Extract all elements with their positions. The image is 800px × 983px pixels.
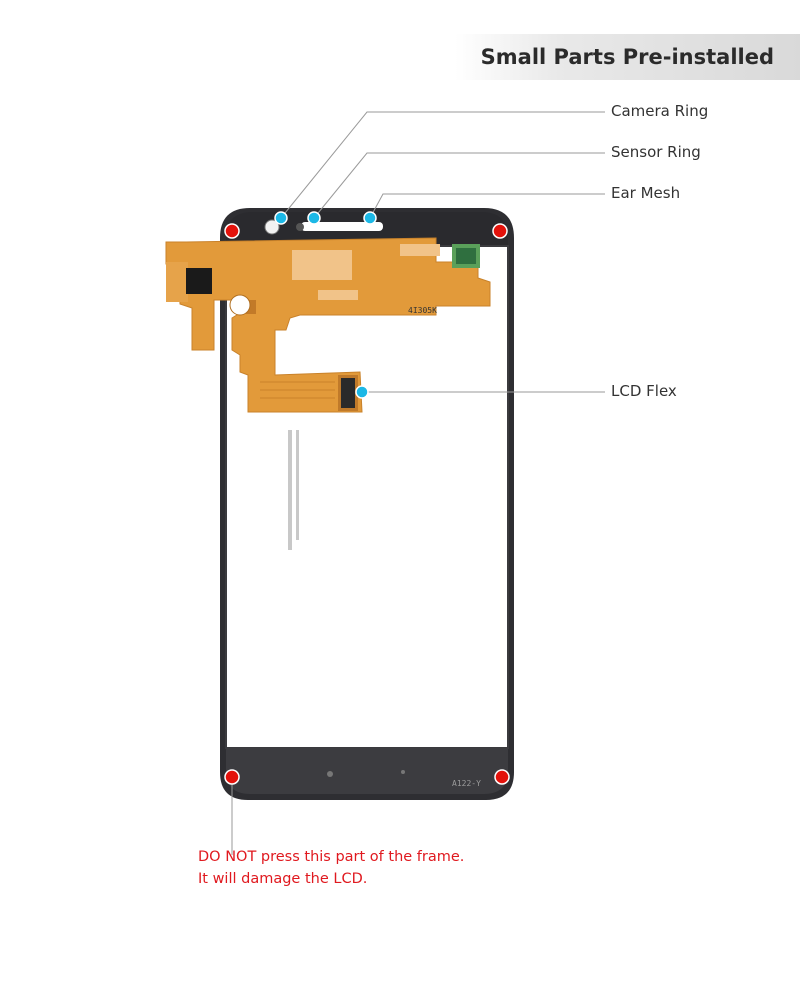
lcd-flex-marker [355,385,369,399]
warning-note: DO NOT press this part of the frame. It … [198,846,464,890]
camera-ring [264,219,280,235]
title-banner: Small Parts Pre-installed [455,34,800,80]
warning-line-1: DO NOT press this part of the frame. [198,849,465,865]
warning-line-2: It will damage the LCD. [198,871,368,887]
lcd-flex-cable [165,237,491,413]
callout-ear-mesh: Ear Mesh [611,184,681,202]
screen-print-marks [288,430,299,550]
ear-mesh [301,222,383,231]
ear-mesh-marker [363,211,377,225]
corner-marker-bottom-left [224,769,240,785]
leader-lines [231,111,605,855]
bottom-bezel [226,748,508,794]
camera-ring-marker [274,211,288,225]
flex-print-code: 4I305K [408,306,437,315]
banner-title: Small Parts Pre-installed [480,45,774,69]
callout-camera-ring: Camera Ring [611,102,709,120]
callout-lcd-flex: LCD Flex [611,382,677,400]
corner-marker-bottom-right [494,769,510,785]
bottom-print-code: A122-Y [452,779,481,788]
corner-marker-top-left [224,223,240,239]
sensor-dot [296,223,304,231]
corner-marker-top-right [492,223,508,239]
sensor-ring-marker [307,211,321,225]
callout-sensor-ring: Sensor Ring [611,143,701,161]
